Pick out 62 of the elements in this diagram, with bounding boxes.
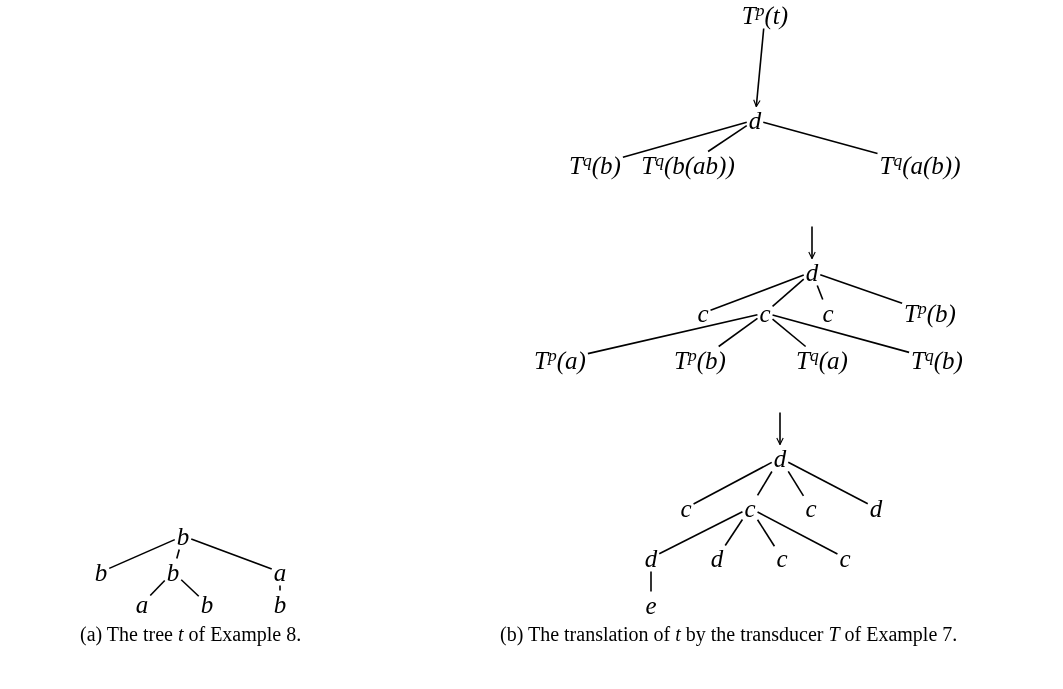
tree-node-label: T$^{q}$(a)	[794, 346, 850, 374]
tree-node-label: b	[198, 590, 216, 618]
tree-edge	[149, 579, 166, 597]
tree-edge	[756, 470, 773, 497]
tree-node-label: c	[774, 544, 790, 572]
tree-node-label: T$^{p}$(b)	[672, 346, 728, 374]
tree-node-label: d	[708, 544, 726, 572]
tree-edge	[787, 470, 805, 497]
arrow	[753, 27, 765, 108]
tree-edge	[819, 274, 903, 305]
tree-edge	[762, 121, 879, 155]
tree-edge	[724, 518, 744, 547]
tree-node-label: c	[695, 299, 711, 327]
arrow	[776, 411, 784, 446]
tree-edge	[650, 570, 652, 593]
tree-node-label: T$^{q}$(b)	[567, 151, 623, 179]
tree-edge	[279, 584, 281, 592]
tree-node-label: T$^{q}$(b(ab))	[639, 151, 737, 179]
tree-node-label: d	[746, 106, 764, 134]
tree-node-label: T$^{p}$(b)	[902, 299, 958, 327]
tree-node-label: c	[837, 544, 853, 572]
tree-edge	[707, 124, 748, 153]
tree-node-label: a	[133, 590, 151, 618]
tree-edge	[658, 511, 744, 555]
tree-node-label: b	[174, 522, 192, 550]
tree-node-label: d	[867, 494, 885, 522]
tree-node-label: c	[757, 299, 773, 327]
tree-node-label: T$^{p}$(t)	[739, 1, 791, 29]
tree-edge	[108, 538, 176, 570]
tree-node-label: T$^{p}$(a)	[532, 346, 588, 374]
tree-edge	[692, 461, 773, 505]
tree-node-label: e	[643, 591, 659, 619]
tree-node-label: c	[678, 494, 694, 522]
tree-node-label: b	[164, 558, 182, 586]
tree-edge	[622, 121, 748, 158]
tree-node-label: d	[803, 258, 821, 286]
tree-node-label: c	[820, 299, 836, 327]
tree-node-label: c	[742, 494, 758, 522]
tree-node-label: d	[771, 444, 789, 472]
tree-edge	[771, 318, 807, 348]
tree-node-label: b	[92, 558, 110, 586]
tree-edge	[771, 314, 910, 354]
subfigure-caption: (b) The translation of t by the transducer T of Example 7.	[500, 622, 959, 647]
tree-edge	[717, 317, 759, 348]
tree-edge	[756, 511, 839, 555]
tree-edge	[587, 313, 759, 355]
tree-edge	[180, 578, 200, 598]
tree-edge	[756, 519, 776, 547]
subfigure-caption: (a) The tree t of Example 8.	[80, 622, 303, 647]
tree-edge	[190, 538, 273, 570]
tree-node-label: T$^{q}$(b)	[909, 346, 965, 374]
tree-node-label: b	[271, 590, 289, 618]
tree-edge	[175, 548, 181, 560]
tree-edge	[771, 278, 805, 308]
tree-node-label: a	[271, 558, 289, 586]
tree-edge	[816, 284, 824, 301]
arrow	[808, 225, 816, 260]
tree-node-label: T$^{q}$(a(b))	[877, 151, 963, 179]
tree-edge	[709, 274, 805, 311]
tree-node-label: d	[642, 544, 660, 572]
tree-edge	[787, 461, 869, 505]
tree-node-label: c	[803, 494, 819, 522]
